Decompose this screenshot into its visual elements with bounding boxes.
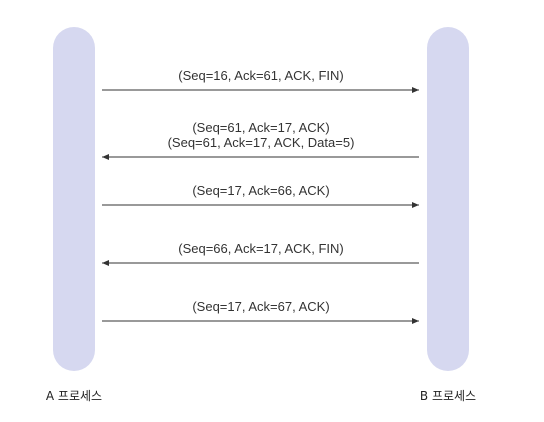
process-a-lifeline xyxy=(53,27,95,371)
message-1: (Seq=16, Ack=61, ACK, FIN) xyxy=(102,68,419,93)
message-2: (Seq=61, Ack=17, ACK)(Seq=61, Ack=17, AC… xyxy=(102,120,419,160)
message-label: (Seq=61, Ack=17, ACK, Data=5) xyxy=(168,135,355,150)
message-4: (Seq=66, Ack=17, ACK, FIN) xyxy=(102,241,419,266)
process-a-label: A 프로세스 xyxy=(46,389,102,403)
process-b-label: B 프로세스 xyxy=(420,389,476,403)
process-b-lifeline xyxy=(427,27,469,371)
message-label: (Seq=61, Ack=17, ACK) xyxy=(192,120,329,135)
message-label: (Seq=17, Ack=66, ACK) xyxy=(192,183,329,198)
message-5: (Seq=17, Ack=67, ACK) xyxy=(102,299,419,324)
message-3: (Seq=17, Ack=66, ACK) xyxy=(102,183,419,208)
message-label: (Seq=17, Ack=67, ACK) xyxy=(192,299,329,314)
message-label: (Seq=66, Ack=17, ACK, FIN) xyxy=(178,241,343,256)
message-list: (Seq=16, Ack=61, ACK, FIN) (Seq=61, Ack=1… xyxy=(102,68,419,324)
message-label: (Seq=16, Ack=61, ACK, FIN) xyxy=(178,68,343,83)
